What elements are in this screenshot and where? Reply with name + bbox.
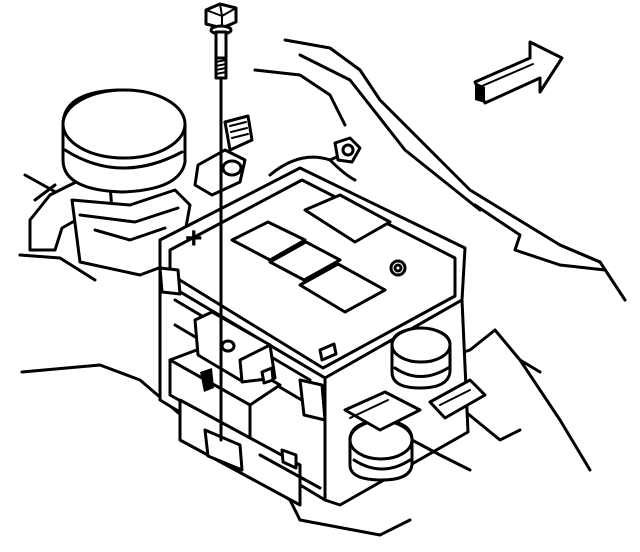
coolant-reservoir [28, 88, 192, 277]
battery-tray [168, 343, 322, 507]
battery-terminal-upper [390, 326, 452, 390]
battery-cable [268, 136, 362, 182]
positive-terminal-symbol: + [185, 222, 203, 255]
terminal-cables [343, 378, 487, 472]
hold-down-clamp [193, 114, 254, 197]
hold-down-bolt [204, 2, 238, 442]
hold-down-retainer [193, 310, 277, 392]
front-arrow-icon [473, 40, 564, 105]
